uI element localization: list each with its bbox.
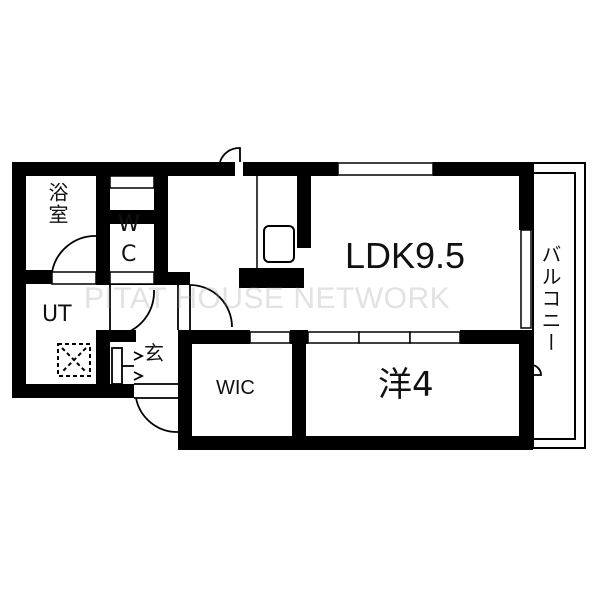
room-label-toilet-w: W <box>118 212 140 237</box>
room-label-western: 洋4 <box>378 365 434 405</box>
walls <box>12 162 533 450</box>
room-label-balcony: バルコニー <box>538 244 562 354</box>
balcony-outline <box>532 162 586 449</box>
watermark: PITAT HOUSE NETWORK <box>84 282 451 315</box>
washing-machine-icon <box>57 343 91 377</box>
doors <box>51 147 542 433</box>
room-label-ldk: LDK9.5 <box>345 235 466 276</box>
kitchen-counter <box>256 176 295 268</box>
room-label-bathroom: 浴室 <box>45 182 69 226</box>
room-label-entrance: 玄 <box>144 341 164 365</box>
room-label-toilet-c: C <box>121 242 137 267</box>
windows <box>51 162 532 344</box>
room-label-utility: UT <box>42 302 72 327</box>
room-label-wic: WIC <box>216 377 255 399</box>
